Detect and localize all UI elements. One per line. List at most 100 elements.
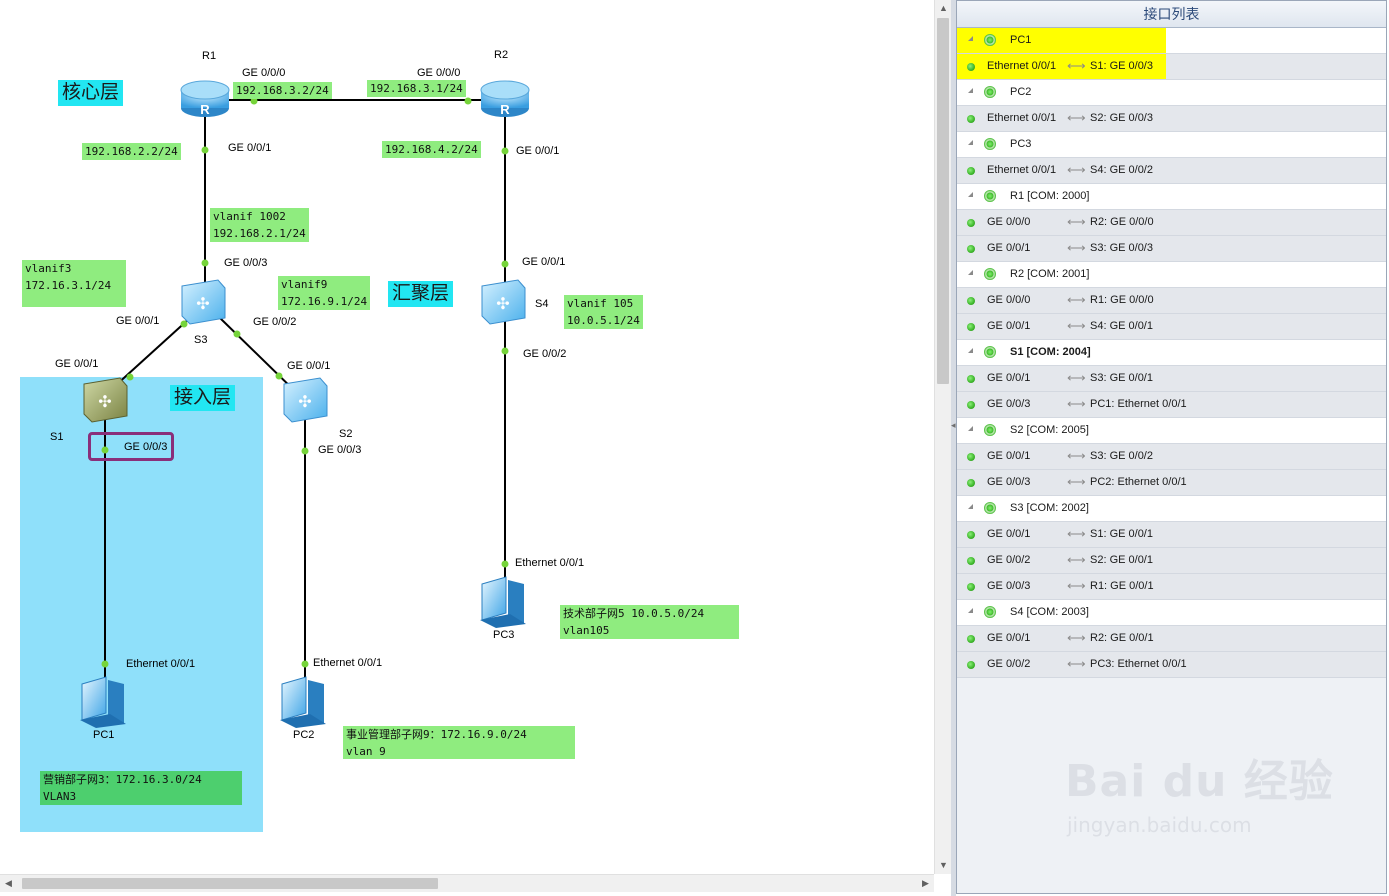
- switch-s1-icon[interactable]: ✣: [83, 377, 128, 423]
- device-row-s4[interactable]: S4 [COM: 2003]: [957, 600, 1386, 626]
- remote-port: S4: GE 0/0/2: [1090, 164, 1153, 176]
- pc1-icon[interactable]: [80, 676, 126, 728]
- local-port: GE 0/0/3: [987, 580, 1031, 592]
- link-row[interactable]: GE 0/0/1 ⟷ S3: GE 0/0/2: [957, 444, 1386, 470]
- scroll-up-icon[interactable]: ▲: [939, 3, 948, 13]
- device-status-icon: [984, 190, 996, 202]
- port-label-s2-ge001: GE 0/0/1: [287, 360, 331, 372]
- device-row-pc1[interactable]: PC1: [957, 28, 1386, 54]
- device-status-icon: [984, 502, 996, 514]
- device-label: PC3: [1010, 138, 1032, 150]
- link-row[interactable]: GE 0/0/1 ⟷ S3: GE 0/0/3: [957, 236, 1386, 262]
- device-label: R2 [COM: 2001]: [1010, 268, 1090, 280]
- port-label-s4-ge002: GE 0/0/2: [523, 348, 567, 360]
- link-row[interactable]: GE 0/0/1 ⟷ S4: GE 0/0/1: [957, 314, 1386, 340]
- link-row[interactable]: GE 0/0/1 ⟷ S1: GE 0/0/1: [957, 522, 1386, 548]
- port-label-pc1-eth: Ethernet 0/0/1: [126, 658, 196, 670]
- device-label: S3 [COM: 2002]: [1010, 502, 1089, 514]
- access-layer-label: 接入层: [170, 385, 236, 411]
- device-status-icon: [984, 346, 996, 358]
- scroll-down-icon[interactable]: ▼: [939, 860, 948, 870]
- panel-title: 接口列表: [957, 1, 1386, 28]
- svg-text:R: R: [500, 102, 510, 117]
- device-row-pc2[interactable]: PC2: [957, 80, 1386, 106]
- bidirectional-arrow-icon: ⟷: [1067, 292, 1086, 307]
- link-status-icon: [967, 583, 975, 591]
- pc3-icon[interactable]: [480, 576, 526, 628]
- canvas-horizontal-scrollbar[interactable]: ◀ ▶: [0, 874, 934, 892]
- panel-splitter[interactable]: ◂: [951, 0, 956, 896]
- topology-canvas[interactable]: R R ✣ ✣ ✣ ✣: [0, 0, 934, 874]
- local-port: GE 0/0/2: [987, 554, 1031, 566]
- expand-triangle-icon[interactable]: [968, 348, 973, 353]
- remote-port: S1: GE 0/0/1: [1090, 528, 1153, 540]
- link-status-icon: [967, 375, 975, 383]
- remote-port: S2: GE 0/0/1: [1090, 554, 1153, 566]
- watermark-brand: Bai du 经验: [1065, 756, 1334, 807]
- note-biz-subnet: 事业管理部子网9：172.16.9.0/24 vlan 9: [343, 726, 575, 759]
- vertical-scroll-thumb[interactable]: [937, 18, 949, 384]
- link-status-icon: [967, 453, 975, 461]
- expand-triangle-icon[interactable]: [968, 140, 973, 145]
- note-r2-ge001-ip: 192.168.4.2/24: [382, 141, 481, 158]
- bidirectional-arrow-icon: ⟷: [1067, 396, 1086, 411]
- link-status-icon: [967, 297, 975, 305]
- collapse-arrow-icon[interactable]: ◂: [951, 420, 956, 430]
- device-row-s3[interactable]: S3 [COM: 2002]: [957, 496, 1386, 522]
- watermark-url: jingyan.baidu.com: [1067, 813, 1252, 837]
- topology-links: R R ✣ ✣ ✣ ✣: [80, 80, 530, 728]
- port-label-s1-ge001: GE 0/0/1: [55, 358, 99, 370]
- pc2-icon[interactable]: [280, 676, 326, 728]
- switch-s2-icon[interactable]: ✣: [283, 377, 328, 423]
- switch-s4-icon[interactable]: ✣: [481, 279, 526, 325]
- remote-port: S3: GE 0/0/2: [1090, 450, 1153, 462]
- local-port: GE 0/0/0: [987, 294, 1031, 306]
- note-vlanif1002: vlanif 1002 192.168.2.1/24: [210, 208, 309, 242]
- link-row[interactable]: Ethernet 0/0/1 ⟷ S2: GE 0/0/3: [957, 106, 1386, 132]
- local-port: GE 0/0/3: [987, 398, 1031, 410]
- expand-triangle-icon[interactable]: [968, 270, 973, 275]
- device-row-pc3[interactable]: PC3: [957, 132, 1386, 158]
- expand-triangle-icon[interactable]: [968, 88, 973, 93]
- device-row-r1[interactable]: R1 [COM: 2000]: [957, 184, 1386, 210]
- link-row[interactable]: GE 0/0/2 ⟷ PC3: Ethernet 0/0/1: [957, 652, 1386, 678]
- device-row-s1[interactable]: S1 [COM: 2004]: [957, 340, 1386, 366]
- canvas-vertical-scrollbar[interactable]: ▲ ▼: [934, 0, 952, 874]
- local-port: GE 0/0/1: [987, 450, 1031, 462]
- device-row-s2[interactable]: S2 [COM: 2005]: [957, 418, 1386, 444]
- link-row[interactable]: GE 0/0/3 ⟷ PC2: Ethernet 0/0/1: [957, 470, 1386, 496]
- expand-triangle-icon[interactable]: [968, 426, 973, 431]
- link-row[interactable]: GE 0/0/0 ⟷ R1: GE 0/0/0: [957, 288, 1386, 314]
- link-row[interactable]: GE 0/0/1 ⟷ S3: GE 0/0/1: [957, 366, 1386, 392]
- expand-triangle-icon[interactable]: [968, 192, 973, 197]
- scroll-left-icon[interactable]: ◀: [5, 878, 12, 888]
- remote-port: S2: GE 0/0/3: [1090, 112, 1153, 124]
- bidirectional-arrow-icon: ⟷: [1067, 474, 1086, 489]
- device-row-r2[interactable]: R2 [COM: 2001]: [957, 262, 1386, 288]
- switch-s3-icon[interactable]: ✣: [181, 279, 226, 325]
- note-vlanif9: vlanif9 172.16.9.1/24: [278, 276, 371, 310]
- router-r2-icon[interactable]: R: [480, 80, 530, 117]
- link-row[interactable]: GE 0/0/0 ⟷ R2: GE 0/0/0: [957, 210, 1386, 236]
- bidirectional-arrow-icon: ⟷: [1067, 526, 1086, 541]
- horizontal-scroll-thumb[interactable]: [22, 878, 438, 889]
- bidirectional-arrow-icon: ⟷: [1067, 214, 1086, 229]
- scroll-right-icon[interactable]: ▶: [922, 878, 929, 888]
- link-row[interactable]: GE 0/0/3 ⟷ PC1: Ethernet 0/0/1: [957, 392, 1386, 418]
- note-vlanif105: vlanif 105 10.0.5.1/24: [564, 295, 643, 329]
- link-row[interactable]: GE 0/0/2 ⟷ S2: GE 0/0/1: [957, 548, 1386, 574]
- expand-triangle-icon[interactable]: [968, 504, 973, 509]
- device-label-pc3: PC3: [493, 629, 515, 641]
- expand-triangle-icon[interactable]: [968, 36, 973, 41]
- note-tech-subnet: 技术部子网5 10.0.5.0/24 vlan105: [560, 605, 739, 639]
- link-row[interactable]: Ethernet 0/0/1 ⟷ S1: GE 0/0/3: [957, 54, 1386, 80]
- interface-list-panel: 接口列表 PC1 Ethernet 0/0/1 ⟷ S1: GE 0/0/3 P…: [956, 0, 1387, 894]
- link-row[interactable]: GE 0/0/1 ⟷ R2: GE 0/0/1: [957, 626, 1386, 652]
- link-row[interactable]: Ethernet 0/0/1 ⟷ S4: GE 0/0/2: [957, 158, 1386, 184]
- device-label-s3: S3: [194, 334, 208, 346]
- bidirectional-arrow-icon: ⟷: [1067, 578, 1086, 593]
- expand-triangle-icon[interactable]: [968, 608, 973, 613]
- link-row[interactable]: GE 0/0/3 ⟷ R1: GE 0/0/1: [957, 574, 1386, 600]
- router-r1-icon[interactable]: R: [180, 80, 230, 117]
- port-label-s2-ge003: GE 0/0/3: [318, 444, 362, 456]
